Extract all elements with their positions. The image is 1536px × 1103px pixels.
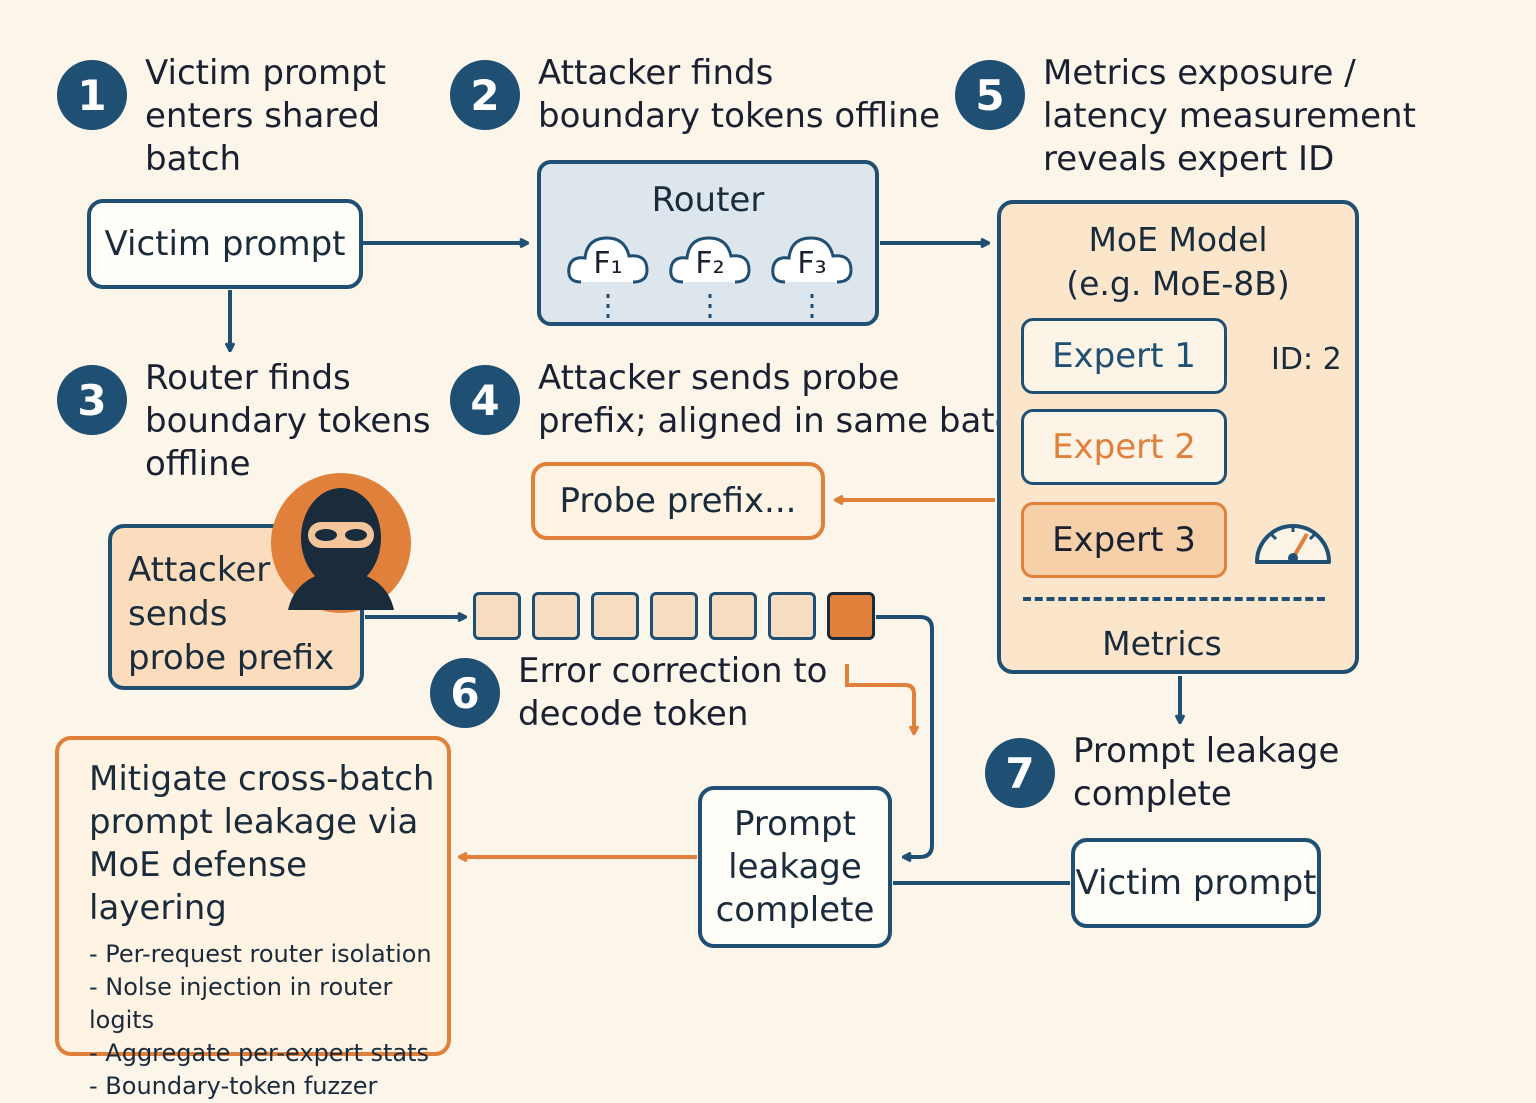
mitigation-item: Boundary-token fuzzer bbox=[89, 1070, 447, 1103]
router-title: Router bbox=[651, 180, 765, 220]
step-badge: 7 bbox=[985, 738, 1055, 808]
step-text: Error correction to decode token bbox=[518, 651, 828, 734]
expert-3-box: Expert 3 bbox=[1021, 502, 1227, 578]
metrics-label: Metrics bbox=[1102, 624, 1222, 663]
mitigation-title: Mitigate cross-batch prompt leakage via … bbox=[89, 759, 435, 928]
step-badge: 5 bbox=[955, 60, 1025, 130]
token bbox=[650, 592, 698, 640]
router-expert-label: F₁ bbox=[593, 246, 623, 281]
cloud-icon bbox=[669, 236, 751, 318]
mitigation-list: Per-request router isolation Nolse injec… bbox=[89, 938, 447, 1103]
expert-1-box: Expert 1 bbox=[1021, 318, 1227, 394]
victim-prompt-box-bottom: Victim prompt bbox=[1071, 838, 1321, 928]
victim-prompt-box: Victim prompt bbox=[87, 199, 363, 289]
router-expert-label: F₂ bbox=[695, 246, 725, 281]
moe-title: MoE Model (e.g. MoE-8B) bbox=[1066, 220, 1290, 303]
mitigation-item: Nolse injection in router logits bbox=[89, 971, 447, 1037]
token bbox=[591, 592, 639, 640]
router-expert-f2: F₂ bbox=[665, 224, 755, 318]
prompt-leakage-box: Prompt leakage complete bbox=[698, 786, 892, 948]
step-text: Attacker finds boundary tokens offline bbox=[538, 53, 940, 136]
mitigation-item: Per-request router isolation bbox=[89, 938, 447, 971]
expert-2-box: Expert 2 bbox=[1021, 409, 1227, 485]
token-highlighted bbox=[827, 592, 875, 640]
arrow-error-correction bbox=[845, 664, 914, 733]
expert-id-label: ID: 2 bbox=[1271, 342, 1342, 377]
cloud-icon bbox=[771, 236, 853, 318]
moe-model-box: MoE Model (e.g. MoE-8B) Expert 1 Expert … bbox=[997, 200, 1359, 674]
arrow-tokens-to-leakage bbox=[876, 615, 934, 857]
step-badge: 4 bbox=[450, 365, 520, 435]
step-text: Metrics exposure / latency measurement r… bbox=[1043, 53, 1416, 179]
masked-attacker-icon bbox=[271, 473, 411, 613]
router-expert-f3: F₃ bbox=[767, 224, 857, 318]
probe-prefix-box: Probe prefix... bbox=[531, 462, 825, 540]
metrics-divider bbox=[1023, 597, 1325, 601]
step-4: 4 Attacker sends probe prefix; aligned i… bbox=[450, 358, 1035, 443]
step-6: 6 Error correction to decode token bbox=[430, 651, 827, 736]
attacker-text: Attacker sends probe prefix bbox=[128, 550, 335, 678]
step-text: Attacker sends probe prefix; aligned in … bbox=[538, 358, 1035, 441]
mitigation-item: Aggregate per-expert stats bbox=[89, 1037, 447, 1070]
step-5: 5 Metrics exposure / latency measurement… bbox=[955, 53, 1416, 181]
step-badge: 6 bbox=[430, 658, 500, 728]
router-box: Router F₁ F₂ F₃ bbox=[537, 160, 879, 326]
token bbox=[532, 592, 580, 640]
step-3: 3 Router finds boundary tokens offline bbox=[57, 358, 431, 486]
cloud-icon bbox=[567, 236, 649, 318]
step-7: 7 Prompt leakage complete bbox=[985, 731, 1339, 816]
step-text: Prompt leakage complete bbox=[1073, 731, 1340, 814]
router-expert-label: F₃ bbox=[797, 246, 827, 281]
mitigation-box: Mitigate cross-batch prompt leakage via … bbox=[55, 736, 451, 1100]
step-text: Victim prompt enters shared batch bbox=[145, 53, 387, 179]
step-badge: 2 bbox=[450, 60, 520, 130]
step-2: 2 Attacker finds boundary tokens offline bbox=[450, 53, 940, 138]
token bbox=[709, 592, 757, 640]
router-expert-f1: F₁ bbox=[563, 224, 653, 318]
step-badge: 3 bbox=[57, 365, 127, 435]
token bbox=[768, 592, 816, 640]
step-text: Router finds boundary tokens offline bbox=[145, 358, 431, 484]
step-badge: 1 bbox=[57, 60, 127, 130]
step-1: 1 Victim prompt enters shared batch bbox=[57, 53, 386, 181]
gauge-icon bbox=[1255, 524, 1331, 564]
token bbox=[473, 592, 521, 640]
